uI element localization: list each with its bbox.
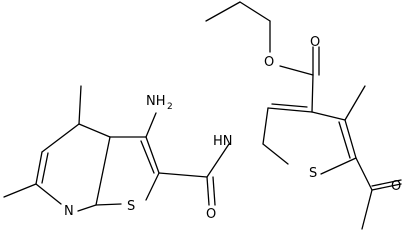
bonds	[3, 1, 402, 230]
ester-double-o-label: O	[310, 35, 320, 50]
amino-n-label: NH	[146, 94, 166, 109]
right-thiophene-s-label: S	[309, 166, 317, 181]
atom-labels: NH 2 HN O O O O S S N	[64, 35, 401, 222]
amide-nh-label: HN	[213, 134, 233, 149]
amino-n-subscript: 2	[167, 102, 173, 112]
left-thiophene-s-label: S	[127, 199, 135, 214]
amide-carbonyl-o-label: O	[206, 207, 216, 222]
acetyl-o-label: O	[391, 179, 401, 194]
ester-single-o-label: O	[264, 55, 274, 70]
chemical-structure: NH 2 HN O O O O S S N	[3, 1, 402, 230]
pyridine-n-label: N	[64, 204, 74, 219]
